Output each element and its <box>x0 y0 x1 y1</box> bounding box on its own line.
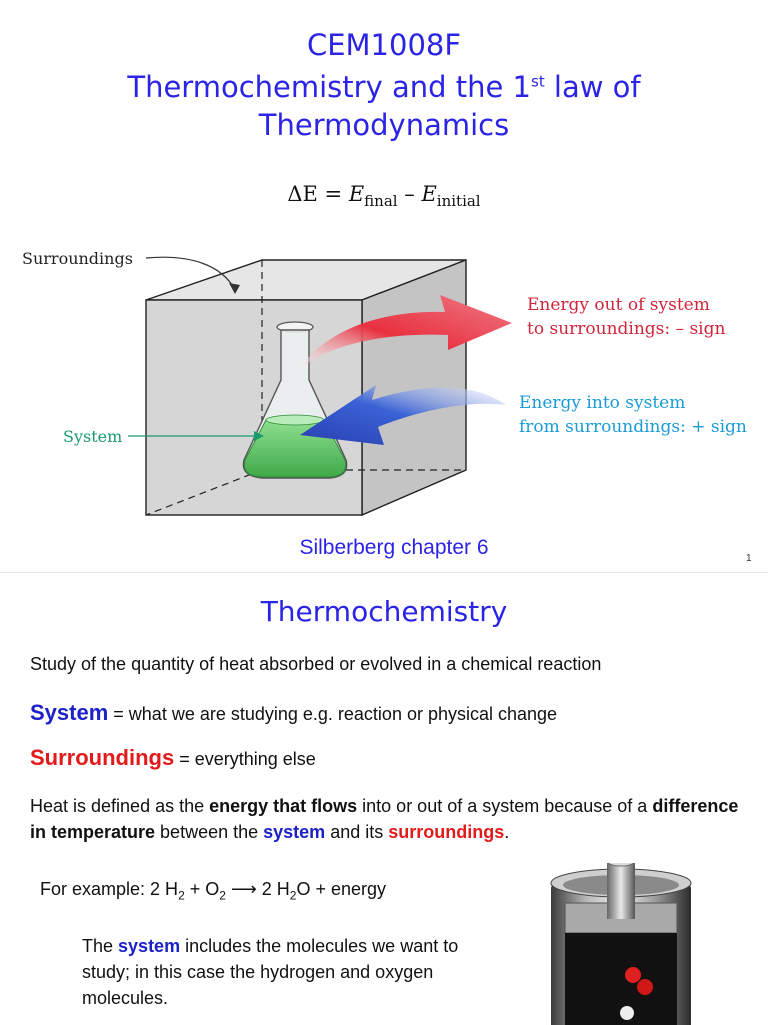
note-text-1: The <box>82 936 119 956</box>
ex-o2-sub: 2 <box>219 888 226 903</box>
heat-text-3: between the <box>155 822 264 842</box>
surroundings-term: Surroundings <box>30 745 175 770</box>
note-system: system <box>118 936 181 956</box>
energy-out-label-1: Energy out of system <box>527 295 710 315</box>
heat-surroundings: surroundings <box>388 822 505 842</box>
ex-arrow: ⟶ <box>225 879 262 899</box>
ex-h2o-sub: 2 <box>289 888 297 903</box>
intro-text: Study of the quantity of heat absorbed o… <box>30 654 602 674</box>
title-superscript: st <box>531 72 545 91</box>
energy-out-arrow <box>298 295 512 370</box>
surroundings-label: Surroundings <box>22 249 133 268</box>
heat-text-2: into or out of a system because of a <box>357 796 653 816</box>
eq-lhs: ΔE <box>287 182 318 206</box>
system-def-text: = what we are studying e.g. reaction or … <box>108 704 558 724</box>
title-part2: law of Thermodynamics <box>258 70 641 142</box>
page-number: 1 <box>746 553 752 564</box>
surroundings-def-text: = everything else <box>174 749 316 769</box>
heat-definition: Heat is defined as the energy that flows… <box>30 793 750 845</box>
piston-cylinder-illustration <box>550 863 692 1025</box>
eq-sub-final: final <box>364 192 398 211</box>
heat-bold-1: energy that flows <box>209 796 358 816</box>
eq-e2: E <box>421 182 437 206</box>
surroundings-definition: Surroundings = everything else <box>30 745 750 772</box>
heat-bold-2: difference in temperature <box>30 796 739 842</box>
ex-plus-o: + O <box>184 879 220 899</box>
eq-equals: = <box>317 182 349 206</box>
ex-h2-sub: 2 <box>178 888 185 903</box>
heat-system: system <box>263 822 326 842</box>
slide-title: Thermochemistry and the 1st law of Therm… <box>60 68 708 144</box>
ex-product-tail: O + energy <box>296 879 387 899</box>
eq-e1: E <box>348 182 365 206</box>
surroundings-pointer <box>145 256 236 291</box>
reaction-example: For example: 2 H2 + O2 ⟶ 2 H2O + energy <box>40 879 386 903</box>
energy-in-arrow <box>300 385 506 445</box>
title-part1: Thermochemistry and the 1 <box>127 70 531 104</box>
ex-product: 2 H <box>261 879 290 899</box>
energy-in-label-1: Energy into system <box>519 393 685 413</box>
note-text-2: includes the molecules we want to study;… <box>82 936 459 1008</box>
slide-title: Thermochemistry <box>260 595 508 628</box>
flask-system <box>242 321 348 479</box>
heat-text-5: . <box>504 822 510 842</box>
eq-minus: – <box>397 182 422 206</box>
energy-equation: ΔE = Efinal – Einitial <box>0 182 768 210</box>
system-definition: System = what we are studying e.g. react… <box>30 700 750 727</box>
system-surroundings-diagram: Surroundings System Energy out of system… <box>22 249 747 517</box>
course-code: CEM1008F <box>306 28 462 62</box>
ex-lead: For example: 2 H <box>40 879 179 899</box>
chapter-reference: Silberberg chapter 6 <box>299 536 489 559</box>
slide-2: Thermochemistry Study of the quantity of… <box>0 572 768 1025</box>
system-note: The system includes the molecules we wan… <box>82 933 482 1011</box>
energy-in-label-2: from surroundings: + sign <box>519 417 747 437</box>
energy-out-label-2: to surroundings: – sign <box>527 319 725 339</box>
slide-1: CEM1008F Thermochemistry and the 1st law… <box>0 28 768 564</box>
system-label: System <box>63 427 122 446</box>
eq-sub-initial: initial <box>436 192 481 211</box>
heat-text-4: and its <box>325 822 389 842</box>
heat-text-1: Heat is defined as the <box>30 796 210 816</box>
system-term: System <box>30 700 109 725</box>
